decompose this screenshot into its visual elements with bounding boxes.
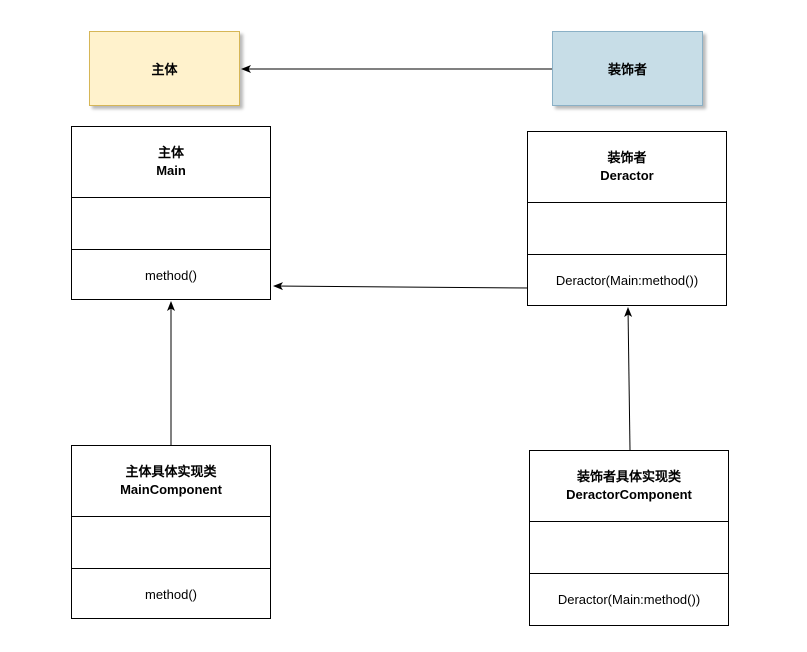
class-deractor-component-operations: Deractor(Main:method()) bbox=[530, 574, 728, 625]
class-main-component-title-en: MainComponent bbox=[120, 482, 222, 497]
class-main-operation: method() bbox=[144, 268, 198, 283]
class-deractor-component: 装饰者具体实现类 DeractorComponent Deractor(Main… bbox=[529, 450, 729, 626]
class-deractor-component-title-en: DeractorComponent bbox=[566, 487, 692, 502]
legend-decorator-label: 装饰者 bbox=[607, 62, 647, 77]
class-deractor-title-en: Deractor bbox=[600, 168, 654, 183]
class-main-component-operation: method() bbox=[144, 587, 198, 602]
class-deractor-operation: Deractor(Main:method()) bbox=[555, 273, 699, 288]
class-deractor: 装饰者 Deractor Deractor(Main:method()) bbox=[527, 131, 727, 306]
class-main-title-en: Main bbox=[156, 163, 186, 178]
class-deractor-operations: Deractor(Main:method()) bbox=[528, 255, 726, 306]
class-deractor-component-title-cn: 装饰者具体实现类 bbox=[576, 469, 681, 484]
class-deractor-attributes bbox=[528, 203, 726, 255]
class-main-component-attributes bbox=[72, 517, 270, 569]
legend-subject-label: 主体 bbox=[151, 62, 178, 77]
class-main-component-header: 主体具体实现类 MainComponent bbox=[72, 446, 270, 517]
class-main-title-cn: 主体 bbox=[157, 145, 184, 160]
class-main-component-operations: method() bbox=[72, 569, 270, 620]
class-main-component-title-cn: 主体具体实现类 bbox=[125, 464, 217, 479]
legend-decorator-box: 装饰者 bbox=[552, 31, 703, 106]
class-deractor-header: 装饰者 Deractor bbox=[528, 132, 726, 203]
class-deractor-component-attributes bbox=[530, 522, 728, 574]
class-main-operations: method() bbox=[72, 250, 270, 301]
edge-deractor-to-main bbox=[273, 282, 531, 291]
class-deractor-component-header: 装饰者具体实现类 DeractorComponent bbox=[530, 451, 728, 522]
class-main: 主体 Main method() bbox=[71, 126, 271, 300]
legend-subject-box: 主体 bbox=[89, 31, 240, 106]
class-main-attributes bbox=[72, 198, 270, 250]
class-main-component: 主体具体实现类 MainComponent method() bbox=[71, 445, 271, 619]
class-main-header: 主体 Main bbox=[72, 127, 270, 198]
class-deractor-component-operation: Deractor(Main:method()) bbox=[557, 592, 701, 607]
edge-deractor-component-to-deractor bbox=[624, 307, 633, 451]
class-deractor-title-cn: 装饰者 bbox=[607, 150, 647, 165]
